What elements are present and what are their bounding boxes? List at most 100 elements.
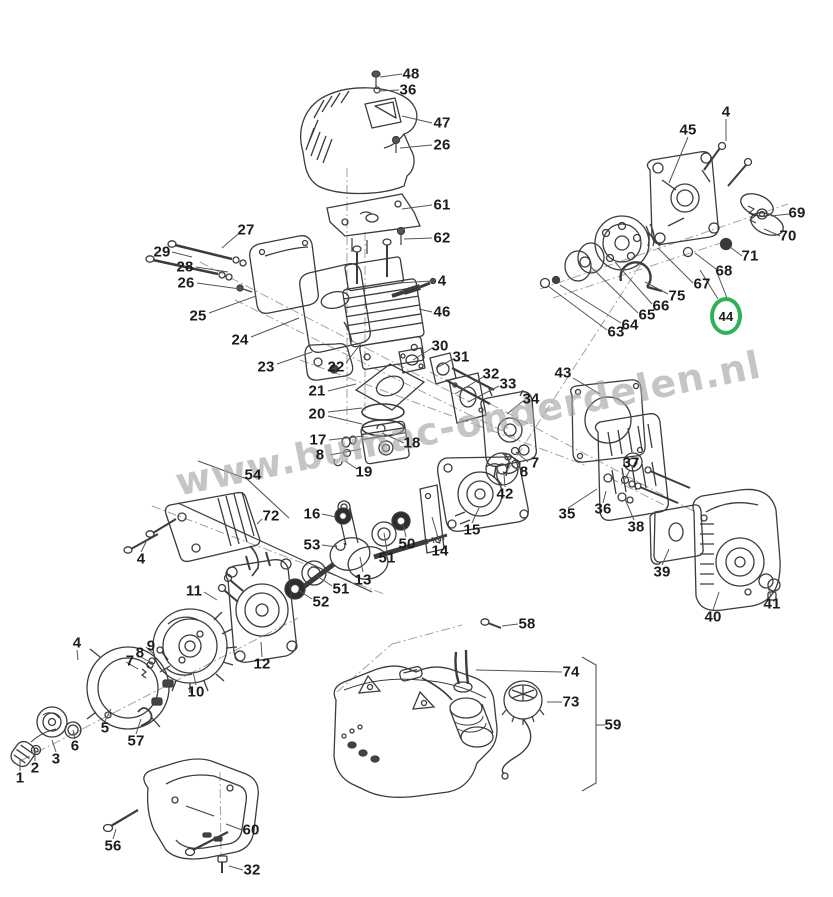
fuel-tank-drawing — [333, 618, 545, 798]
flywheel-group-drawing — [152, 551, 298, 693]
part-label-30: 30 — [431, 337, 449, 355]
part-label-29: 29 — [153, 243, 171, 261]
part-label-64: 64 — [621, 316, 639, 334]
crankcase-housing-drawing — [419, 456, 529, 554]
bottom-guard-drawing — [102, 758, 259, 873]
part-label-18: 18 — [403, 434, 421, 452]
part-label-61: 61 — [433, 196, 451, 214]
part-label-44-highlighted: 44 — [710, 297, 742, 335]
part-label-4: 4 — [136, 550, 146, 568]
part-label-58: 58 — [518, 615, 536, 633]
air-filter-group-drawing — [570, 379, 781, 612]
part-label-9: 9 — [146, 637, 156, 655]
clutch-group-drawing — [539, 141, 784, 293]
part-label-6: 6 — [70, 737, 80, 755]
part-label-56: 56 — [104, 837, 122, 855]
part-label-62: 62 — [433, 229, 451, 247]
part-label-52: 52 — [312, 593, 330, 611]
part-label-53: 53 — [303, 536, 321, 554]
part-label-32: 32 — [243, 861, 261, 879]
part-label-5: 5 — [100, 719, 110, 737]
part-label-22: 22 — [327, 358, 345, 376]
part-label-32: 32 — [482, 365, 500, 383]
part-label-16: 16 — [303, 505, 321, 523]
part-label-59: 59 — [604, 716, 622, 734]
part-label-17: 17 — [309, 431, 327, 449]
part-label-42: 42 — [496, 485, 514, 503]
part-label-12: 12 — [253, 655, 271, 673]
part-label-39: 39 — [653, 563, 671, 581]
part-label-41: 41 — [763, 595, 781, 613]
part-label-46: 46 — [433, 303, 451, 321]
part-label-71: 71 — [741, 247, 759, 265]
part-label-4: 4 — [721, 103, 731, 121]
part-label-45: 45 — [679, 121, 697, 139]
part-label-69: 69 — [788, 204, 806, 222]
part-label-20: 20 — [308, 405, 326, 423]
part-label-14: 14 — [431, 542, 449, 560]
part-label-36: 36 — [399, 81, 417, 99]
part-label-26: 26 — [177, 274, 195, 292]
part-label-4: 4 — [437, 272, 447, 290]
part-label-11: 11 — [185, 582, 203, 600]
part-label-51: 51 — [378, 549, 396, 567]
part-label-26: 26 — [433, 136, 451, 154]
part-label-36: 36 — [594, 500, 612, 518]
part-label-3: 3 — [51, 750, 61, 768]
muffler-drawing — [145, 235, 371, 381]
part-label-21: 21 — [308, 382, 326, 400]
part-label-40: 40 — [704, 608, 722, 626]
crankshaft-drawing — [284, 500, 448, 600]
part-label-10: 10 — [187, 683, 205, 701]
part-label-51: 51 — [332, 580, 350, 598]
ignition-coil-drawing — [123, 491, 373, 593]
part-label-73: 73 — [562, 693, 580, 711]
part-label-8: 8 — [315, 446, 325, 464]
label-brackets — [197, 460, 597, 792]
part-label-57: 57 — [127, 732, 145, 750]
part-label-72: 72 — [262, 507, 280, 525]
carburetor-group-drawing — [398, 347, 537, 479]
part-label-13: 13 — [354, 571, 372, 589]
part-label-31: 31 — [452, 348, 470, 366]
cover-screws-drawing — [351, 70, 406, 254]
part-label-2: 2 — [30, 759, 40, 777]
part-label-50: 50 — [398, 535, 416, 553]
spark-plug-drawing — [391, 277, 437, 298]
part-label-37: 37 — [622, 454, 640, 472]
part-label-35: 35 — [558, 505, 576, 523]
part-label-60: 60 — [242, 821, 260, 839]
part-label-43: 43 — [554, 364, 572, 382]
part-label-75: 75 — [668, 287, 686, 305]
part-label-8: 8 — [135, 644, 145, 662]
part-label-54: 54 — [244, 466, 262, 484]
part-label-7: 7 — [125, 652, 135, 670]
part-label-38: 38 — [627, 518, 645, 536]
cylinder-drawing — [342, 238, 437, 370]
piston-group-drawing — [333, 363, 426, 467]
part-label-19: 19 — [355, 463, 373, 481]
part-label-4: 4 — [72, 634, 82, 652]
part-label-23: 23 — [257, 358, 275, 376]
part-label-67: 67 — [693, 275, 711, 293]
top-cover-drawing — [300, 87, 418, 195]
part-label-48: 48 — [402, 65, 420, 83]
part-label-33: 33 — [499, 375, 517, 393]
part-label-68: 68 — [715, 262, 733, 280]
part-label-70: 70 — [779, 227, 797, 245]
part-label-74: 74 — [562, 663, 580, 681]
part-label-34: 34 — [522, 390, 540, 408]
part-label-65: 65 — [638, 306, 656, 324]
plate-drawing — [326, 193, 421, 237]
part-label-66: 66 — [652, 297, 670, 315]
part-label-25: 25 — [189, 307, 207, 325]
part-label-7: 7 — [530, 454, 540, 472]
part-label-24: 24 — [231, 331, 249, 349]
part-label-47: 47 — [433, 114, 451, 132]
part-label-1: 1 — [15, 769, 25, 787]
part-label-27: 27 — [237, 221, 255, 239]
part-label-8: 8 — [519, 463, 529, 481]
part-label-28: 28 — [176, 258, 194, 276]
